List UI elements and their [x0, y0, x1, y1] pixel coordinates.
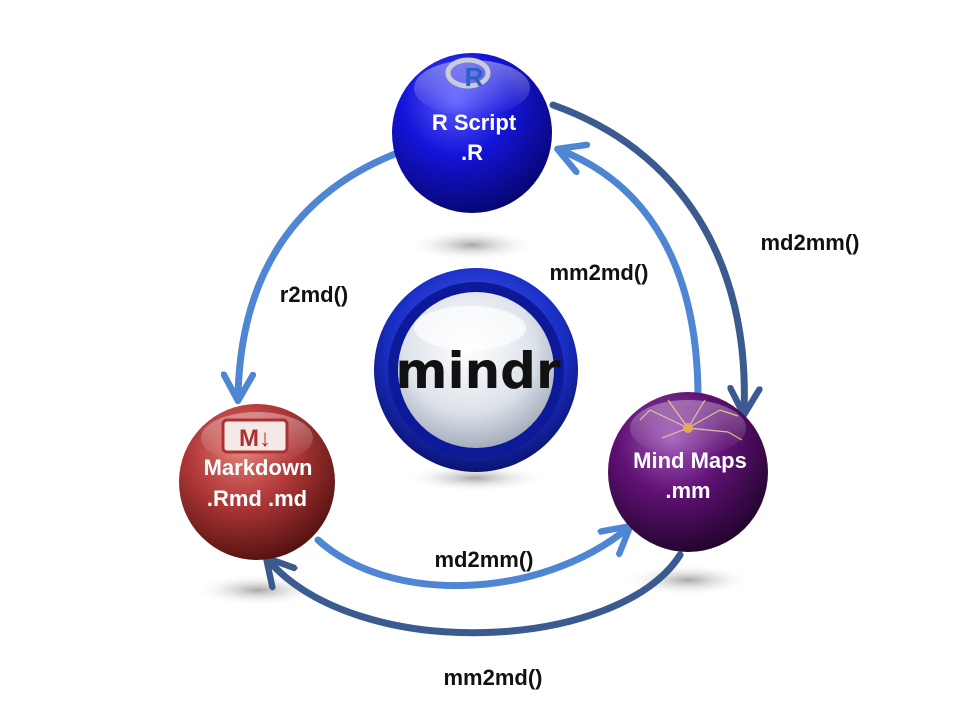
r-script-ext: .R	[461, 140, 483, 165]
mm2md-outer-arrow	[268, 551, 684, 637]
markdown-node: M↓ Markdown .Rmd .md	[179, 404, 335, 560]
r2md-arrow	[238, 148, 404, 398]
r-script-shadow	[407, 229, 537, 261]
mm2md-outer-label: mm2md()	[443, 665, 542, 690]
markdown-logo-icon: M↓	[221, 418, 289, 454]
svg-text:M↓: M↓	[239, 425, 271, 452]
r-logo-icon: R	[445, 57, 491, 92]
mindr-center-logo: mindr	[374, 268, 578, 472]
mm2md-inner-label: mm2md()	[549, 260, 648, 285]
mindmaps-node: Mind Maps .mm	[608, 392, 768, 552]
markdown-ext: .Rmd .md	[207, 486, 307, 511]
md2mm-inner-arrow	[314, 528, 628, 590]
mindmap-thumbnail-icon	[639, 399, 743, 441]
r-script-label: R Script	[432, 110, 517, 135]
mindr-title: mindr	[395, 342, 561, 400]
mm2md-inner-arrow	[560, 150, 702, 402]
md2mm-outer-arrow	[549, 101, 744, 412]
mindmaps-shadow	[623, 564, 753, 596]
markdown-label: Markdown	[204, 455, 313, 480]
svg-text:R: R	[465, 62, 484, 92]
r-script-node: R R Script .R	[392, 53, 552, 213]
center-shadow	[403, 464, 547, 492]
md2mm-inner-label: md2mm()	[434, 547, 533, 572]
r2md-label: r2md()	[280, 282, 348, 307]
md2mm-outer-label: md2mm()	[760, 230, 859, 255]
mindmaps-ext: .mm	[665, 478, 710, 503]
mindmaps-label: Mind Maps	[633, 448, 747, 473]
